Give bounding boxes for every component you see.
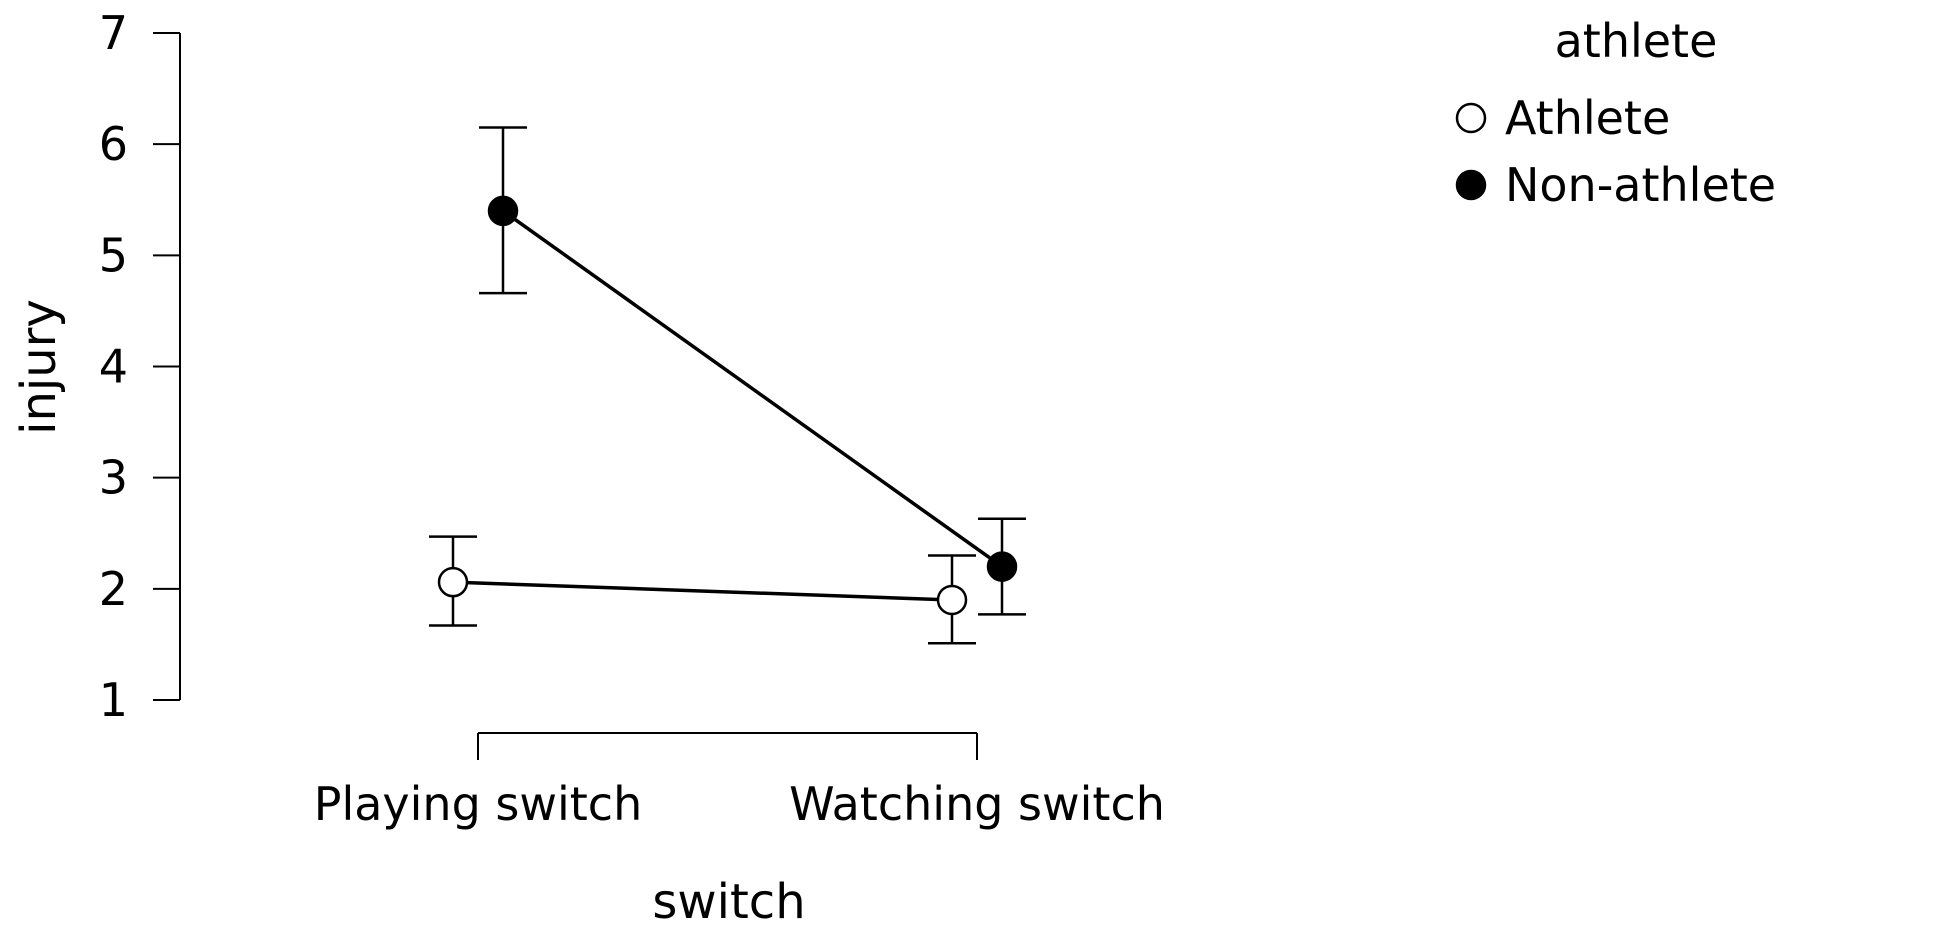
- y-tick-label: 7: [99, 6, 128, 60]
- legend-label: Non-athlete: [1505, 158, 1776, 212]
- series-layer: [429, 126, 1026, 645]
- x-axis: Playing switch Watching switch: [314, 732, 1165, 831]
- data-point: [437, 566, 469, 598]
- y-tick-label: 1: [99, 673, 128, 727]
- y-tick-label: 3: [99, 451, 128, 505]
- x-axis-title: switch: [652, 874, 805, 930]
- series-line-non-athlete: [501, 209, 1004, 569]
- x-tick-label: Watching switch: [789, 777, 1165, 831]
- legend-marker: [1455, 102, 1487, 134]
- series-line-athlete: [452, 580, 953, 602]
- legend-label: Athlete: [1505, 91, 1670, 145]
- y-axis-title: injury: [11, 299, 67, 435]
- legend-marker: [1455, 169, 1487, 201]
- data-point: [936, 584, 968, 616]
- y-tick-label: 5: [99, 228, 128, 282]
- y-tick-label: 4: [99, 340, 128, 394]
- y-tick-label: 6: [99, 117, 128, 171]
- y-axis: 1 2 3 4 5 6 7: [99, 6, 181, 727]
- data-point: [487, 195, 519, 227]
- legend-title: athlete: [1555, 14, 1718, 68]
- data-point: [986, 551, 1018, 582]
- x-tick-label: Playing switch: [314, 777, 643, 831]
- y-tick-label: 2: [99, 562, 128, 616]
